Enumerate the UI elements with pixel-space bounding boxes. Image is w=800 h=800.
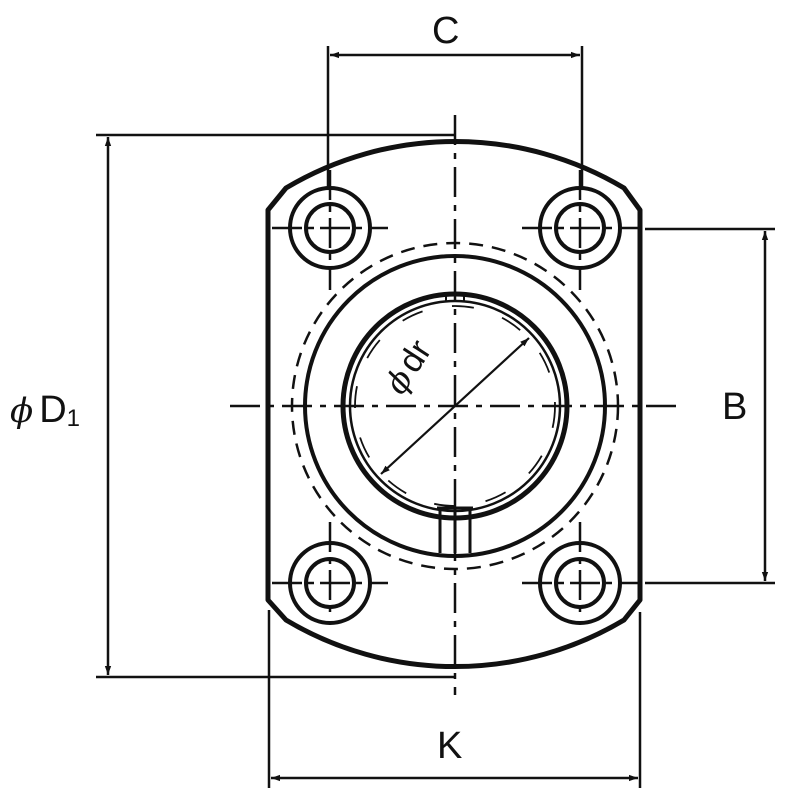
dimension-k	[267, 610, 642, 788]
dimension-c	[326, 46, 584, 190]
label-d1-text: D	[39, 389, 67, 431]
bolt-hole-center-lines	[272, 170, 638, 617]
dimension-b	[645, 227, 775, 585]
label-b-text: B	[722, 386, 748, 428]
dimension-label-b: B	[722, 388, 747, 426]
dimension-label-k: K	[437, 727, 462, 765]
dimension-d1	[96, 133, 455, 679]
label-c-text: C	[432, 10, 460, 52]
label-k-text: K	[437, 725, 463, 767]
bore-top-notch	[445, 296, 465, 302]
dimension-dr	[380, 337, 530, 475]
dimension-label-c: C	[432, 12, 459, 50]
diameter-symbol-icon: ϕ	[10, 391, 34, 431]
label-d1-subscript: 1	[66, 405, 80, 432]
flange-outline	[265, 138, 643, 670]
